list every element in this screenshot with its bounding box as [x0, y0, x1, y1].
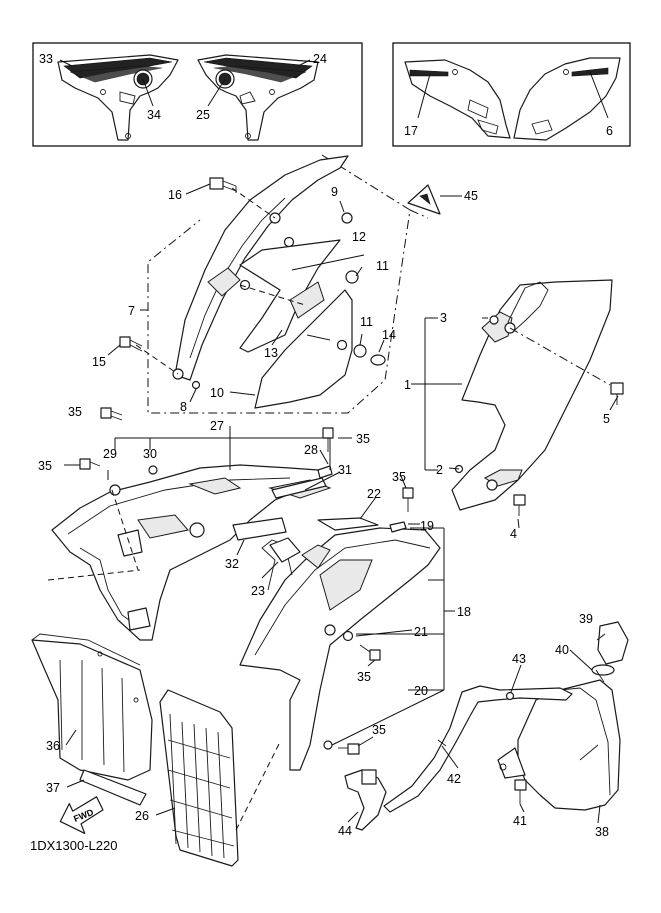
callout-35-d: 35 — [392, 470, 406, 484]
radiator-cover-36 — [31, 633, 153, 806]
callout-6: 6 — [606, 124, 613, 138]
callout-1: 1 — [404, 378, 411, 392]
callout-26: 26 — [135, 809, 149, 823]
callout-19: 19 — [420, 519, 434, 533]
callout-31: 31 — [338, 463, 352, 477]
callout-35-f: 35 — [372, 723, 386, 737]
callout-39: 39 — [579, 612, 593, 626]
callout-32: 32 — [225, 557, 239, 571]
callout-35-c: 35 — [38, 459, 52, 473]
side-cover-right — [411, 279, 624, 516]
callout-35-e: 35 — [357, 670, 371, 684]
callout-45: 45 — [464, 189, 478, 203]
callout-23: 23 — [251, 584, 265, 598]
callout-9: 9 — [331, 185, 338, 199]
callout-14: 14 — [382, 328, 396, 342]
callout-7: 7 — [128, 304, 135, 318]
callout-37: 37 — [46, 781, 60, 795]
leader-lines — [64, 183, 619, 824]
callout-13: 13 — [264, 346, 278, 360]
callout-30: 30 — [143, 447, 157, 461]
callout-29: 29 — [103, 447, 117, 461]
shroud-right — [239, 487, 455, 771]
callout-24: 24 — [313, 52, 327, 66]
callout-4: 4 — [510, 527, 517, 541]
callout-21: 21 — [414, 625, 428, 639]
callout-15: 15 — [92, 355, 106, 369]
callout-8: 8 — [180, 400, 187, 414]
callout-38: 38 — [595, 825, 609, 839]
callout-20: 20 — [414, 684, 428, 698]
callout-44: 44 — [338, 824, 352, 838]
callout-25: 25 — [196, 108, 210, 122]
callout-2: 2 — [436, 463, 443, 477]
callout-35-b: 35 — [356, 432, 370, 446]
overflow-tank-38 — [344, 621, 629, 831]
graphic-inset-left — [32, 42, 363, 147]
radiator-grill-26 — [159, 689, 281, 867]
callout-40: 40 — [555, 643, 569, 657]
callout-11-upper: 11 — [376, 259, 389, 273]
warning-label-45 — [407, 184, 462, 215]
shroud-left — [47, 407, 334, 641]
callout-22: 22 — [367, 487, 381, 501]
callout-5: 5 — [603, 412, 610, 426]
callout-34: 34 — [147, 108, 161, 122]
callout-3: 3 — [440, 311, 447, 325]
callouts: 33 24 34 25 17 6 16 9 45 12 11 7 3 11 14… — [38, 52, 613, 839]
callout-18: 18 — [457, 605, 471, 619]
callout-27: 27 — [210, 419, 224, 433]
callout-16: 16 — [168, 188, 182, 202]
callout-10: 10 — [210, 386, 224, 400]
graphic-inset-right — [392, 42, 631, 147]
callout-43: 43 — [512, 652, 526, 666]
fwd-arrow: FWD — [59, 796, 104, 835]
callout-42: 42 — [447, 772, 461, 786]
callout-28: 28 — [304, 443, 318, 457]
callout-35-a: 35 — [68, 405, 82, 419]
side-panel-assembly — [119, 154, 429, 414]
callout-17: 17 — [404, 124, 418, 138]
callout-41: 41 — [513, 814, 527, 828]
callout-33: 33 — [39, 52, 53, 66]
callout-12: 12 — [352, 230, 366, 244]
diagram-code: 1DX1300-L220 — [30, 838, 117, 853]
callout-36: 36 — [46, 739, 60, 753]
callout-11-lower: 11 — [360, 315, 373, 329]
